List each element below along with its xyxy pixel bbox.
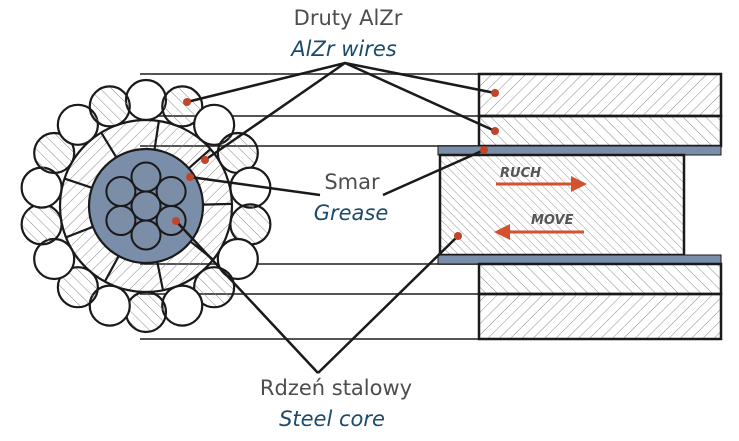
outer-wire bbox=[193, 103, 236, 146]
leader-grease-2 bbox=[382, 148, 485, 197]
leader-core-1 bbox=[175, 220, 319, 374]
label-core-pl: Rdzeń stalowy bbox=[260, 376, 412, 400]
arrow-label-move: MOVE bbox=[531, 213, 574, 228]
label-grease-pl: Smar bbox=[324, 170, 380, 194]
label-alzr-pl: Druty AlZr bbox=[294, 6, 403, 30]
steel-core-wire bbox=[155, 205, 187, 236]
outer-wire bbox=[193, 266, 236, 309]
steel-core-wire bbox=[130, 161, 162, 193]
inner-wire-divider bbox=[153, 120, 160, 150]
dot-core-long bbox=[454, 232, 462, 240]
inner-wire-divider bbox=[202, 202, 233, 206]
inner-wire-divider bbox=[64, 177, 93, 189]
cross-section bbox=[20, 78, 272, 334]
outer-wire bbox=[124, 78, 168, 122]
label-grease-en: Grease bbox=[314, 201, 389, 225]
steel-core-wire bbox=[105, 205, 137, 236]
outer-wire bbox=[33, 131, 76, 175]
inner-wire-divider bbox=[156, 261, 165, 291]
leader-core-2 bbox=[317, 235, 459, 374]
core-block bbox=[438, 153, 686, 257]
outer-wire bbox=[161, 284, 204, 327]
arrow-right-head bbox=[571, 176, 587, 192]
dot-alzr-outer bbox=[183, 98, 191, 106]
label-alzr-en: AlZr wires bbox=[289, 37, 396, 61]
outer-wire bbox=[88, 85, 131, 128]
outer-wire bbox=[56, 266, 99, 309]
arrow-label-ruch: RUCH bbox=[500, 166, 541, 181]
inner-wire-divider bbox=[188, 148, 212, 170]
inner-wire-divider bbox=[65, 225, 94, 239]
outer-wire bbox=[20, 203, 63, 246]
longitudinal-section bbox=[437, 72, 723, 341]
move-arrows: RUCH MOVE bbox=[494, 166, 587, 240]
labels: Druty AlZr AlZr wires Smar Grease Rdzeń … bbox=[260, 6, 412, 431]
lower-inner-strand-block bbox=[477, 262, 723, 296]
arrow-left-head bbox=[494, 224, 510, 240]
inner-wire-divider bbox=[103, 255, 120, 283]
steel-core-wire bbox=[130, 190, 162, 222]
leader-alzr-1 bbox=[186, 61, 496, 104]
leader-alzr-2 bbox=[204, 61, 496, 162]
outer-wire bbox=[216, 237, 259, 281]
outer-wire bbox=[161, 85, 204, 128]
steel-core-wire bbox=[130, 219, 162, 251]
outer-wire bbox=[124, 290, 168, 334]
label-core-en: Steel core bbox=[279, 407, 385, 431]
outer-wire bbox=[56, 103, 99, 146]
upper-outer-strand-block bbox=[477, 72, 723, 118]
outer-wire bbox=[88, 284, 131, 327]
leader-dots bbox=[172, 89, 499, 240]
dot-grease-cross bbox=[186, 173, 194, 181]
dot-core-cross bbox=[172, 217, 180, 225]
dot-grease-long bbox=[480, 146, 488, 154]
leader-grease-1 bbox=[189, 175, 321, 197]
steel-core-wire bbox=[155, 176, 187, 207]
dot-alzr-inner bbox=[201, 156, 209, 164]
leader-lines bbox=[175, 61, 496, 374]
dot-alzr-block-1 bbox=[491, 89, 499, 97]
steel-core-wire bbox=[105, 176, 137, 207]
dot-alzr-block-2 bbox=[491, 127, 499, 135]
upper-inner-strand-block bbox=[477, 114, 723, 148]
lower-outer-strand-block bbox=[477, 292, 723, 341]
inner-wire-divider bbox=[100, 132, 118, 158]
lower-grease-layer bbox=[437, 254, 722, 265]
